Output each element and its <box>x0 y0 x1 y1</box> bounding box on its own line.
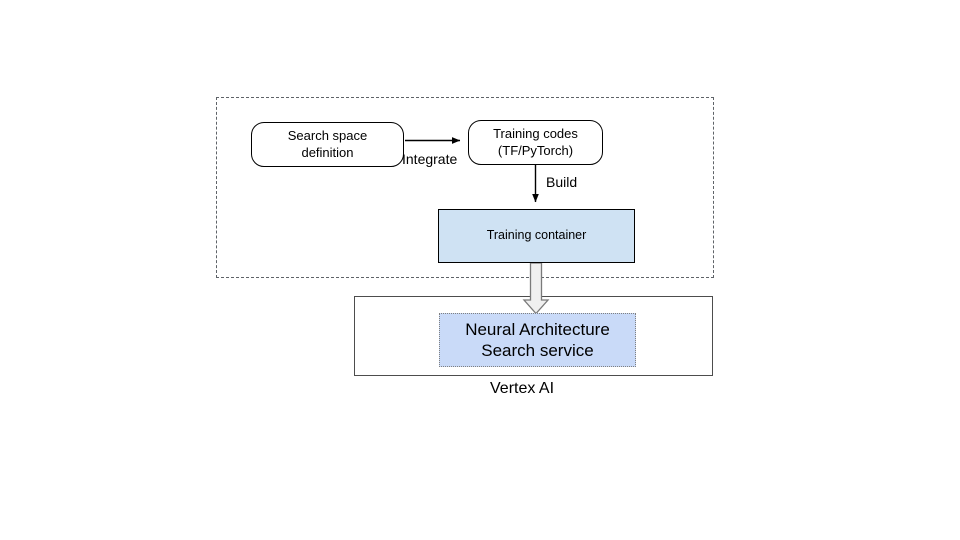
edge-label-integrate: Integrate <box>402 151 458 167</box>
node-training-container[interactable]: Training container <box>438 209 635 263</box>
node-label: Training container <box>486 228 587 243</box>
node-neural-architecture-search-service[interactable]: Neural Architecture Search service <box>439 313 636 367</box>
node-label: Neural Architecture Search service <box>465 319 610 360</box>
node-label: Training codes (TF/PyTorch) <box>493 126 578 158</box>
user-assets-group-container <box>216 97 714 278</box>
node-search-space-definition[interactable]: Search space definition <box>251 122 404 167</box>
edge-label-build: Build <box>546 174 578 190</box>
vertex-ai-caption: Vertex AI <box>490 380 555 397</box>
node-training-codes[interactable]: Training codes (TF/PyTorch) <box>468 120 603 165</box>
node-label: Search space definition <box>287 128 368 160</box>
